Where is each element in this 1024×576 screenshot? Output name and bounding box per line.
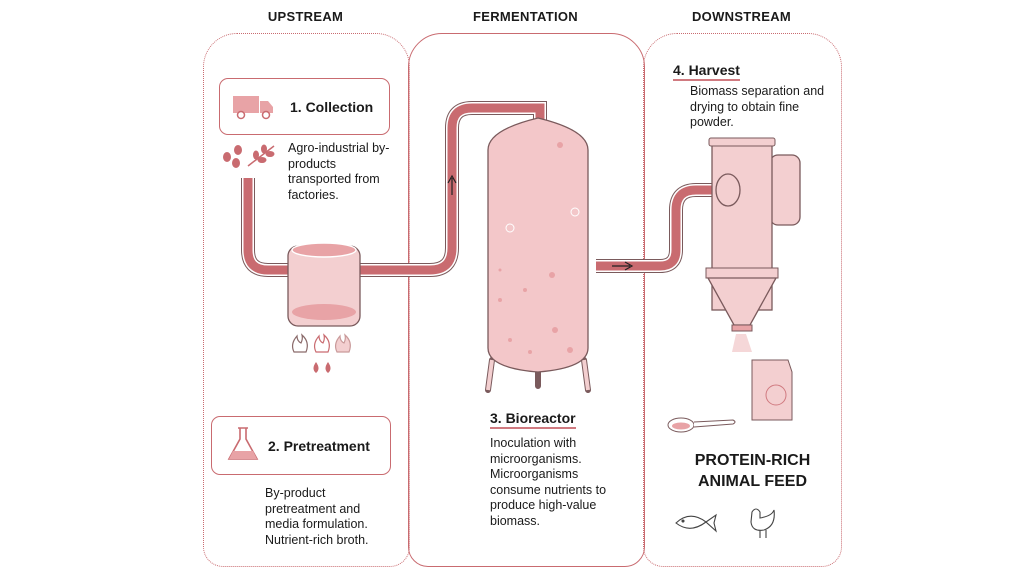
beans-icon <box>223 145 242 168</box>
pretreatment-tank <box>287 242 361 327</box>
step-pretreatment-card: 2. Pretreatment <box>211 416 391 475</box>
drop-icon <box>313 362 331 373</box>
step-harvest-title: 4. Harvest <box>673 62 740 81</box>
panel-downstream <box>643 33 842 567</box>
product-label: PROTEIN-RICH ANIMAL FEED <box>694 452 811 490</box>
step-bioreactor-desc: Inoculation with microorganisms. Microor… <box>490 436 607 528</box>
feed-bag-icon <box>751 359 793 421</box>
flask-icon <box>227 427 259 460</box>
header-fermentation: FERMENTATION <box>473 9 578 24</box>
step-collection-card: 1. Collection <box>219 78 390 135</box>
panel-fermentation <box>408 33 645 567</box>
bioreactor-vessel <box>485 117 591 393</box>
pipe-tank-to-bioreactor <box>358 101 547 277</box>
step-harvest-desc: Biomass separation and drying to obtain … <box>690 84 825 129</box>
step-collection-desc: Agro-industrial by-products transported … <box>288 141 390 202</box>
step-pretreatment-desc: By-product pretreatment and media formul… <box>265 486 369 547</box>
truck-icon <box>233 96 273 120</box>
arrow-right-icon <box>612 261 634 271</box>
step-pretreatment-title: 2. Pretreatment <box>268 438 370 454</box>
wheat-icon <box>247 144 275 167</box>
fish-icon <box>675 513 717 533</box>
pipe-bioreactor-to-dryer <box>596 183 722 273</box>
spoon-icon <box>667 417 736 433</box>
header-upstream: UPSTREAM <box>267 9 344 24</box>
pipe-collection-to-tank <box>241 178 292 277</box>
header-downstream: DOWNSTREAM <box>691 9 792 24</box>
arrow-up-icon <box>447 174 457 195</box>
step-collection-title: 1. Collection <box>290 99 374 115</box>
chicken-icon <box>750 508 775 538</box>
step-bioreactor-title: 3. Bioreactor <box>490 410 576 429</box>
flame-icon <box>291 333 351 353</box>
panel-upstream <box>203 33 410 567</box>
spray-dryer <box>705 137 801 352</box>
